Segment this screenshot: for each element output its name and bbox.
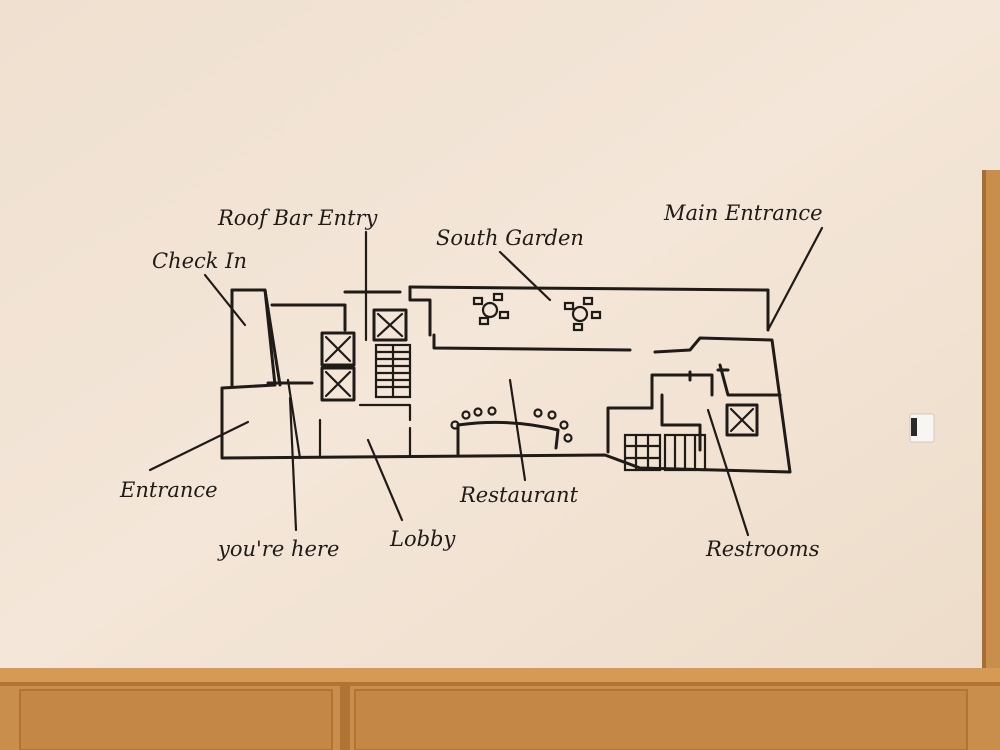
garden-wall — [408, 285, 432, 337]
leader-restaurant — [508, 378, 527, 482]
floor-plan — [220, 285, 792, 474]
label-youre-here: you're here — [217, 537, 339, 561]
check-in-block — [230, 288, 314, 387]
restaurant-table — [450, 406, 573, 457]
leader-restrooms — [706, 408, 750, 537]
roof-line — [270, 285, 770, 332]
wall — [0, 0, 1000, 668]
label-check-in: Check In — [152, 249, 247, 273]
leader-main-entrance — [766, 226, 824, 332]
door-frame-edge — [982, 170, 986, 670]
building-outline — [220, 288, 792, 474]
label-main-entrance: Main Entrance — [663, 201, 823, 225]
stairs-roofbar — [374, 343, 412, 399]
door-frame — [982, 170, 1000, 670]
label-restaurant: Restaurant — [459, 483, 579, 507]
label-roof-bar-entry: Roof Bar Entry — [217, 206, 379, 230]
leader-entrance — [148, 420, 250, 472]
leader-check-in — [203, 273, 247, 327]
leader-lobby — [366, 438, 404, 522]
elevator-left — [320, 331, 356, 402]
label-south-garden: South Garden — [436, 226, 584, 250]
elevator-restrooms — [725, 403, 759, 437]
label-entrance: Entrance — [119, 478, 218, 502]
leader-youre-here — [288, 396, 298, 532]
leader-south-garden — [498, 250, 552, 302]
garden-table-right — [563, 296, 602, 332]
wood-panelling — [0, 668, 1000, 750]
lobby-partitions — [286, 378, 412, 460]
restrooms-walls — [606, 363, 782, 454]
corridor-line — [432, 333, 632, 352]
wall-switch — [909, 413, 935, 443]
stairs-restrooms — [623, 433, 707, 472]
label-lobby: Lobby — [389, 527, 456, 551]
elevator-roofbar — [372, 308, 408, 342]
leader-lines — [148, 226, 824, 537]
label-restrooms: Restrooms — [705, 537, 820, 561]
garden-table-left — [472, 292, 510, 326]
